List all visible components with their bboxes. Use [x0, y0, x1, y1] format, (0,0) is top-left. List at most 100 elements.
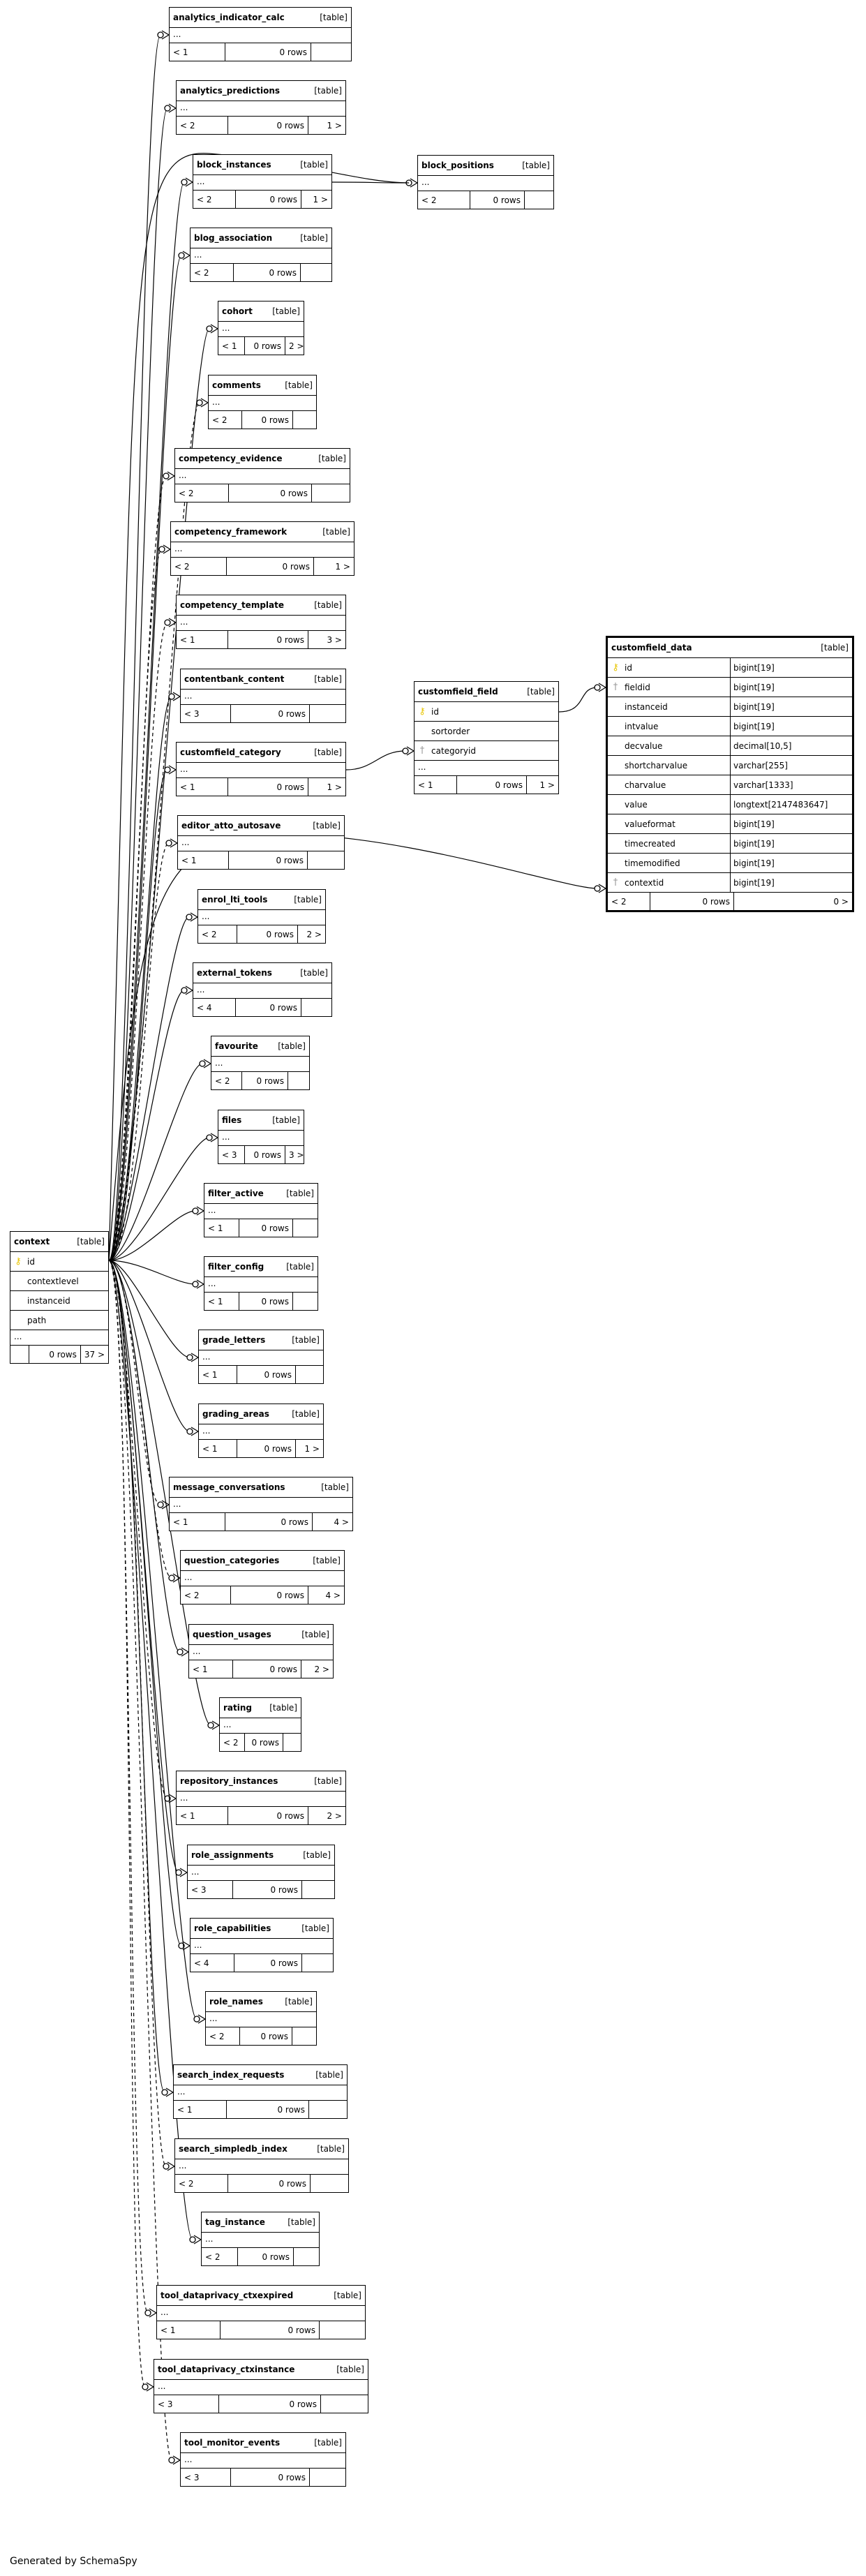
children-count[interactable]	[301, 1953, 333, 1972]
column-id[interactable]: ⚷id	[415, 701, 558, 721]
parents-count[interactable]: < 1	[208, 1297, 223, 1307]
children-count[interactable]	[310, 2174, 348, 2192]
column-sortorder[interactable]: sortorder	[415, 721, 558, 740]
parents-count[interactable]: < 4	[194, 1958, 209, 1968]
children-count[interactable]	[311, 484, 350, 502]
parents-count[interactable]: < 2	[209, 2032, 225, 2042]
children-count[interactable]: 1 >	[301, 190, 331, 208]
table-context[interactable]: context [table] ⚷id contextlevel instanc…	[10, 1231, 109, 1364]
children-count[interactable]: 2 >	[297, 925, 325, 943]
parents-count[interactable]: < 2	[179, 2178, 194, 2189]
parents-count[interactable]: < 2	[212, 415, 227, 425]
children-count[interactable]	[292, 410, 316, 429]
parents-count[interactable]: < 2	[179, 488, 194, 498]
children-count[interactable]: 3 >	[285, 1145, 304, 1163]
table-tool-dataprivacy-ctxinstance[interactable]: tool_dataprivacy_ctxinstance[table]...< …	[154, 2358, 368, 2413]
children-count[interactable]	[319, 2321, 365, 2339]
table-block-positions[interactable]: block_positions [table] ... < 2 0 rows	[417, 155, 554, 209]
parents-count[interactable]: < 1	[177, 2105, 193, 2115]
children-count[interactable]	[320, 2395, 368, 2413]
parents-count[interactable]: < 2	[202, 929, 217, 939]
children-count[interactable]	[307, 851, 344, 870]
parents-count[interactable]: < 1	[160, 2325, 176, 2336]
children-count[interactable]: 4 >	[312, 1513, 352, 1531]
children-count[interactable]: 4 >	[308, 1586, 344, 1605]
parents-count[interactable]: < 1	[173, 47, 188, 57]
children-count[interactable]: 2 >	[285, 337, 304, 355]
children-count[interactable]	[309, 704, 345, 722]
children-count[interactable]	[311, 43, 351, 61]
parents-count[interactable]: < 1	[222, 341, 237, 352]
children-count[interactable]	[293, 2248, 319, 2265]
parents-count[interactable]: < 1	[180, 1811, 195, 1822]
column-contextlevel[interactable]: contextlevel	[10, 1271, 108, 1290]
column-path[interactable]: path	[10, 1310, 108, 1330]
column-categoryid[interactable]: †categoryid	[415, 740, 558, 760]
table-customfield-field[interactable]: customfield_field [table] ⚷id sortorder …	[414, 681, 559, 794]
children-count[interactable]	[288, 1072, 309, 1090]
children-count[interactable]	[292, 1293, 318, 1311]
parents-count[interactable]: < 1	[181, 856, 197, 866]
parents-count[interactable]: < 3	[222, 1149, 237, 1160]
children-count[interactable]	[301, 998, 331, 1016]
children-count[interactable]: 1 >	[308, 778, 345, 796]
parents-count[interactable]: < 3	[184, 2472, 200, 2482]
parents-count[interactable]: < 2	[184, 1591, 200, 1601]
parents-count[interactable]: < 2	[215, 1076, 230, 1087]
children-count[interactable]	[295, 1366, 323, 1384]
children-count[interactable]	[292, 1219, 318, 1237]
parents-count[interactable]: < 2	[205, 2252, 221, 2262]
children-count[interactable]	[300, 263, 331, 281]
children-count[interactable]: 1 >	[308, 117, 345, 135]
parents-count[interactable]: < 2	[174, 562, 190, 572]
parents-count[interactable]: < 1	[208, 1223, 223, 1233]
children-count[interactable]	[283, 1733, 301, 1751]
parents-count[interactable]: < 2	[180, 121, 195, 131]
parents-count[interactable]: < 3	[158, 2399, 173, 2409]
parents-count[interactable]: < 1	[173, 1517, 188, 1527]
parents-count[interactable]: < 2	[194, 267, 209, 278]
children-count[interactable]	[308, 2101, 347, 2119]
children-count[interactable]: 1 >	[295, 1439, 323, 1457]
children-count[interactable]	[292, 2027, 316, 2046]
parents-count[interactable]: < 3	[184, 708, 200, 719]
parents-count[interactable]: < 3	[191, 1884, 207, 1895]
